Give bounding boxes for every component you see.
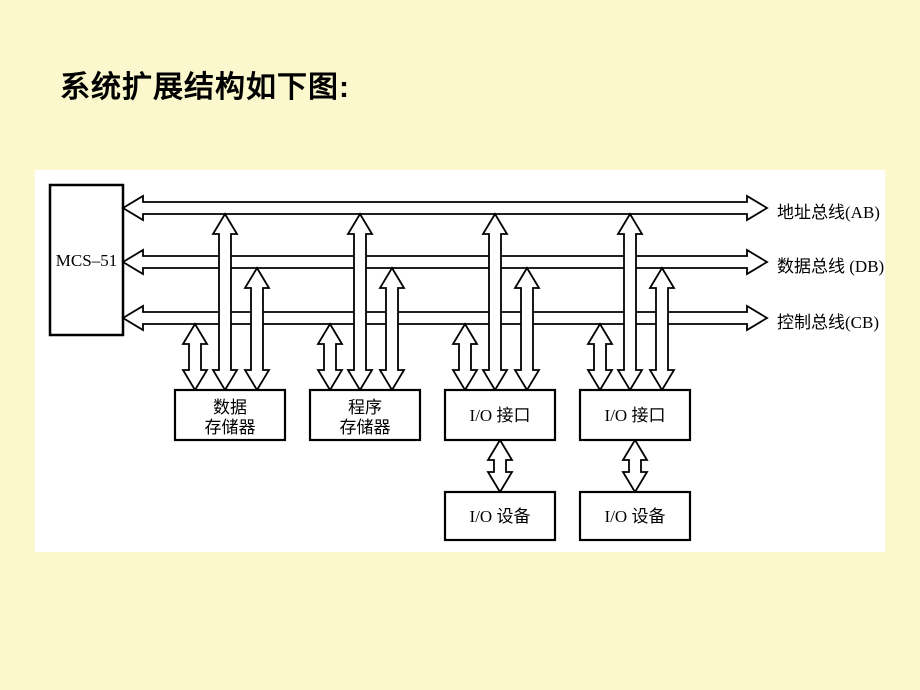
block-io-device-2[interactable]: [578, 490, 692, 542]
bus-label-data: 数据总线 (DB): [777, 257, 885, 276]
control-bus-arrow[interactable]: [121, 304, 769, 332]
conn-io-interface-2-io-device-2[interactable]: [621, 438, 649, 494]
block-data-memory[interactable]: [173, 388, 287, 442]
conn-io-interface-1-control-bus[interactable]: [451, 322, 479, 392]
data-bus-arrow[interactable]: [121, 248, 769, 276]
conn-program-memory-control-bus[interactable]: [316, 322, 344, 392]
diagram-panel: MCS–51 数据 存储器 程序 存储器 I/O 接口 I/O 接口 I/O 设…: [35, 170, 885, 552]
page-title: 系统扩展结构如下图:: [60, 71, 350, 104]
conn-program-memory-data-bus[interactable]: [378, 266, 406, 392]
block-io-interface-2[interactable]: [578, 388, 692, 442]
conn-io-interface-1-io-device-1[interactable]: [486, 438, 514, 494]
bus-label-address: 地址总线(AB): [777, 203, 880, 222]
cpu-block-mcs51[interactable]: [48, 183, 125, 337]
conn-io-interface-2-control-bus[interactable]: [586, 322, 614, 392]
conn-data-memory-address-bus[interactable]: [211, 212, 239, 392]
conn-program-memory-address-bus[interactable]: [346, 212, 374, 392]
conn-io-interface-2-address-bus[interactable]: [616, 212, 644, 392]
conn-data-memory-data-bus[interactable]: [243, 266, 271, 392]
block-io-interface-1[interactable]: [443, 388, 557, 442]
block-io-device-1[interactable]: [443, 490, 557, 542]
conn-io-interface-1-address-bus[interactable]: [481, 212, 509, 392]
block-program-memory[interactable]: [308, 388, 422, 442]
conn-io-interface-2-data-bus[interactable]: [648, 266, 676, 392]
address-bus-arrow[interactable]: [121, 194, 769, 222]
conn-io-interface-1-data-bus[interactable]: [513, 266, 541, 392]
system-expansion-diagram: [48, 183, 769, 542]
conn-data-memory-control-bus[interactable]: [181, 322, 209, 392]
bus-label-control: 控制总线(CB): [777, 313, 879, 332]
